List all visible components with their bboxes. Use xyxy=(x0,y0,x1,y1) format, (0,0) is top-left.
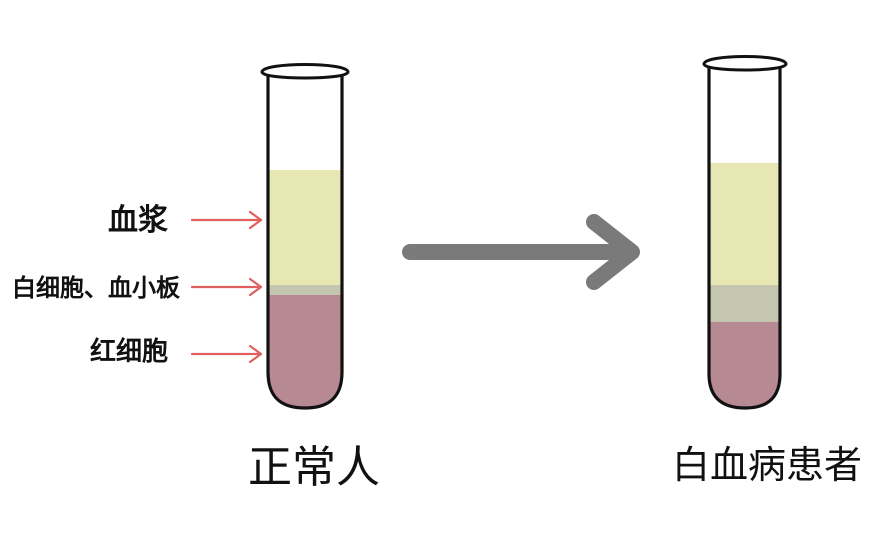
normal-tube xyxy=(260,63,350,410)
label-plasma: 血浆 xyxy=(108,203,168,238)
label-wbc-platelet: 白细胞、血小板 xyxy=(12,274,181,302)
patient-tube-red-cells xyxy=(709,322,780,408)
patient-tube-rim xyxy=(702,55,788,72)
normal-tube-plasma xyxy=(268,170,342,285)
pointer-arrow-wbc-platelet xyxy=(190,277,263,297)
pointer-arrow-rbc xyxy=(190,344,263,364)
normal-tube-red-cells xyxy=(268,295,342,408)
patient-tube xyxy=(702,55,788,410)
label-rbc: 红细胞 xyxy=(90,336,168,367)
pointer-arrow-plasma xyxy=(190,210,263,230)
patient-tube-plasma xyxy=(709,163,780,285)
patient-tube-buffy-coat xyxy=(709,285,780,322)
label-plasma-text: 血浆 xyxy=(108,203,168,238)
patient-tube-outline xyxy=(707,66,782,410)
caption-patient: 白血病患者 xyxy=(672,443,862,487)
transition-arrow xyxy=(402,214,640,290)
normal-tube-outline xyxy=(266,72,344,410)
label-wbc-platelet-text: 白细胞、血小板 xyxy=(12,274,181,302)
normal-tube-rim xyxy=(260,63,350,80)
label-rbc-text: 红细胞 xyxy=(90,336,168,367)
caption-normal: 正常人 xyxy=(248,442,380,493)
normal-tube-buffy-coat xyxy=(268,285,342,295)
